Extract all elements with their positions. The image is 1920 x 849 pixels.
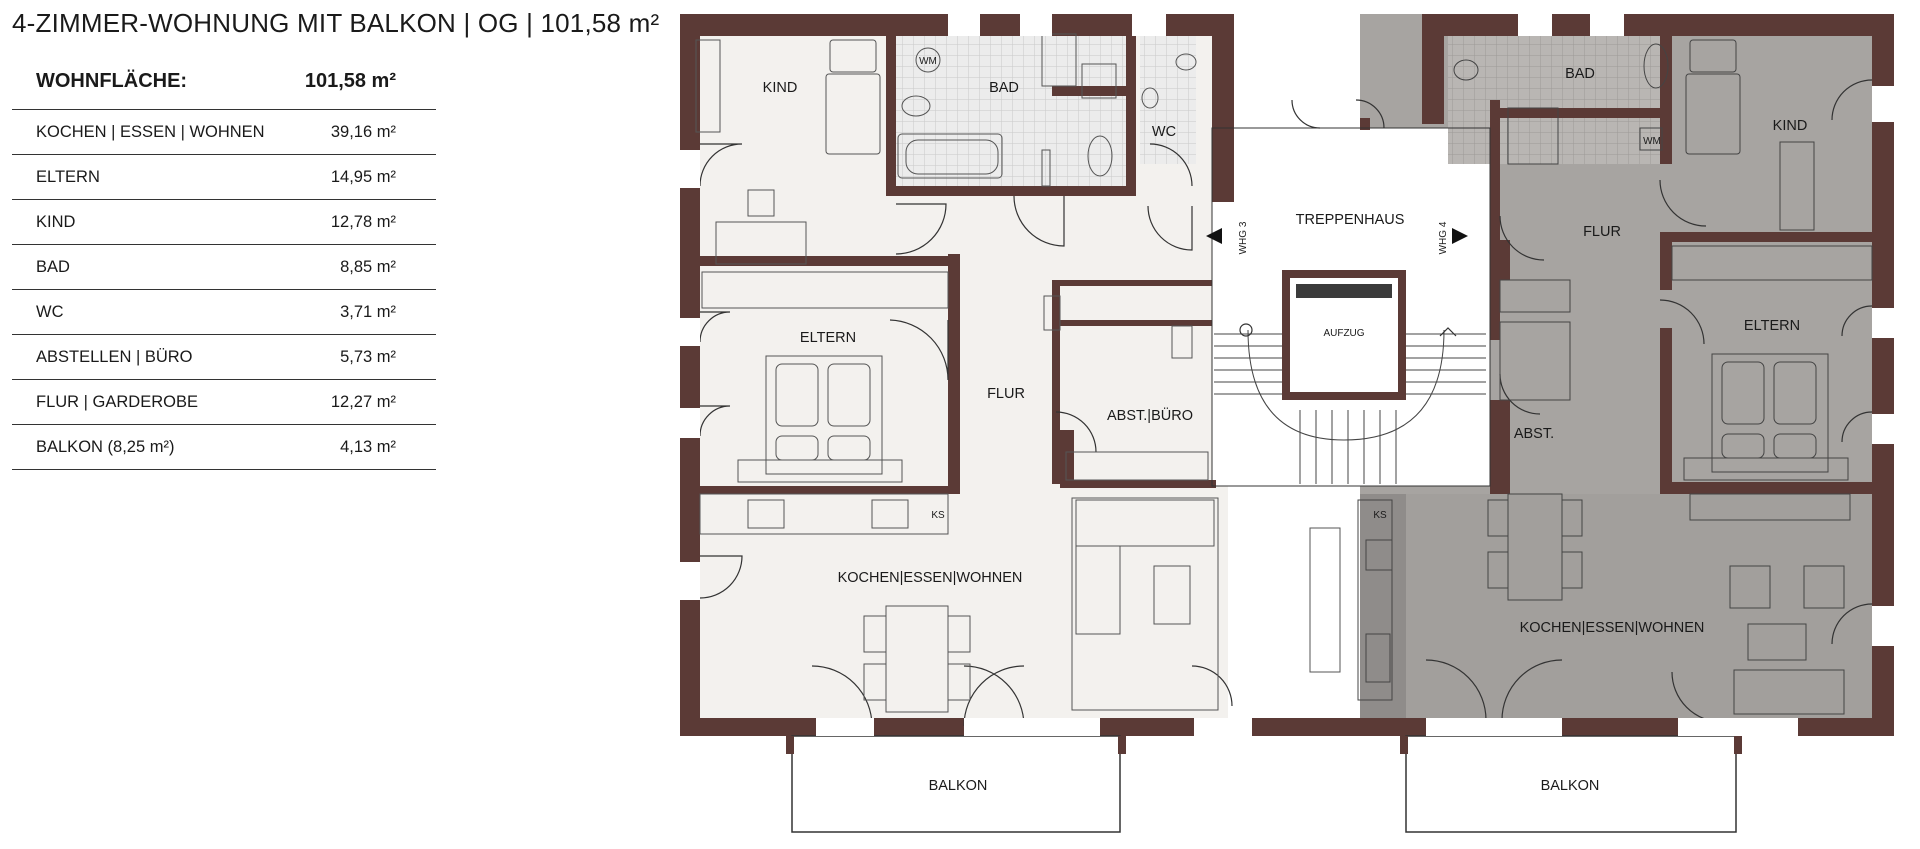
- room-value: 12,27 m²: [330, 392, 396, 411]
- table-row: ABSTELLEN | BÜRO 5,73 m²: [12, 335, 436, 380]
- arrow-left-icon: [1206, 228, 1222, 244]
- label-kind-left: KIND: [763, 80, 798, 96]
- walls-left: [680, 14, 1364, 736]
- table-row: FLUR | GARDEROBE 12,27 m²: [12, 380, 436, 425]
- room-value: 8,85 m²: [340, 257, 396, 276]
- label-whg3: WHG 3: [1238, 221, 1249, 254]
- room-value: 14,95 m²: [330, 167, 396, 186]
- label-flur-right: FLUR: [1583, 224, 1621, 240]
- furniture-left: [695, 33, 1341, 713]
- balcony-right: [1405, 735, 1737, 833]
- right-lower-left: [1360, 494, 1406, 734]
- label-abst-right: ABST.: [1514, 426, 1554, 442]
- table-row: KIND 12,78 m²: [12, 200, 436, 245]
- label-ks-left: KS: [931, 510, 945, 521]
- label-wc-left: WC: [1152, 124, 1176, 140]
- area-table: WOHNFLÄCHE: 101,58 m² KOCHEN | ESSEN | W…: [12, 54, 436, 470]
- summary-value: 101,58 m²: [304, 70, 396, 92]
- table-row: KOCHEN | ESSEN | WOHNEN 39,16 m²: [12, 110, 436, 155]
- bad-tiles-right: [1448, 34, 1672, 164]
- windows: [680, 14, 1894, 736]
- room-label: FLUR | GARDEROBE: [36, 392, 198, 411]
- room-value: 4,13 m²: [340, 437, 396, 456]
- label-flur-left: FLUR: [987, 386, 1025, 402]
- label-whg4: WHG 4: [1438, 221, 1449, 254]
- floor-wc-extra: [1140, 34, 1196, 164]
- bad-tiles-left: [896, 34, 1136, 190]
- label-eltern-right: ELTERN: [1744, 318, 1800, 334]
- label-aufzug: AUFZUG: [1323, 328, 1364, 339]
- label-bad-right: BAD: [1565, 66, 1595, 82]
- label-kochen-left: KOCHEN|ESSEN|WOHNEN: [838, 570, 1023, 586]
- label-eltern-left: ELTERN: [800, 330, 856, 346]
- table-row: BALKON (8,25 m²) 4,13 m²: [12, 425, 436, 470]
- label-kochen-right: KOCHEN|ESSEN|WOHNEN: [1520, 620, 1705, 636]
- label-ks-right: KS: [1373, 510, 1387, 521]
- floor-kitchen-right: [1360, 494, 1892, 734]
- table-row: BAD 8,85 m²: [12, 245, 436, 290]
- label-bad-left: BAD: [989, 80, 1019, 96]
- label-treppenhaus: TREPPENHAUS: [1296, 212, 1405, 228]
- table-row: WC 3,71 m²: [12, 290, 436, 335]
- room-value: 3,71 m²: [340, 302, 396, 321]
- door-swings: [699, 79, 1873, 727]
- summary-label: WOHNFLÄCHE:: [36, 70, 188, 92]
- label-balkon-left: BALKON: [929, 778, 988, 794]
- stair-steps: [1214, 333, 1486, 484]
- summary-row: WOHNFLÄCHE: 101,58 m²: [12, 54, 436, 110]
- room-value: 39,16 m²: [330, 122, 396, 141]
- room-label: KIND: [36, 212, 76, 231]
- furniture-right: [1357, 39, 1873, 715]
- label-wm-right: WM: [1643, 136, 1661, 147]
- label-abst-buero: ABST.|BÜRO: [1107, 406, 1193, 424]
- room-label: KOCHEN | ESSEN | WOHNEN: [36, 122, 265, 141]
- label-balkon-right: BALKON: [1541, 778, 1600, 794]
- room-value: 5,73 m²: [340, 347, 396, 366]
- label-kind-right: KIND: [1773, 118, 1808, 134]
- room-value: 12,78 m²: [330, 212, 396, 231]
- label-wm-left: WM: [919, 56, 937, 67]
- table-row: ELTERN 14,95 m²: [12, 155, 436, 200]
- room-label: ELTERN: [36, 167, 100, 186]
- page-title: 4-ZIMMER-WOHNUNG MIT BALKON | OG | 101,5…: [12, 8, 660, 38]
- balcony-left: [791, 735, 1121, 833]
- room-label: ABSTELLEN | BÜRO: [36, 347, 193, 366]
- room-label: BALKON (8,25 m²): [36, 437, 175, 456]
- room-label: BAD: [36, 257, 70, 276]
- arrow-right-icon: [1452, 228, 1468, 244]
- room-label: WC: [36, 302, 64, 321]
